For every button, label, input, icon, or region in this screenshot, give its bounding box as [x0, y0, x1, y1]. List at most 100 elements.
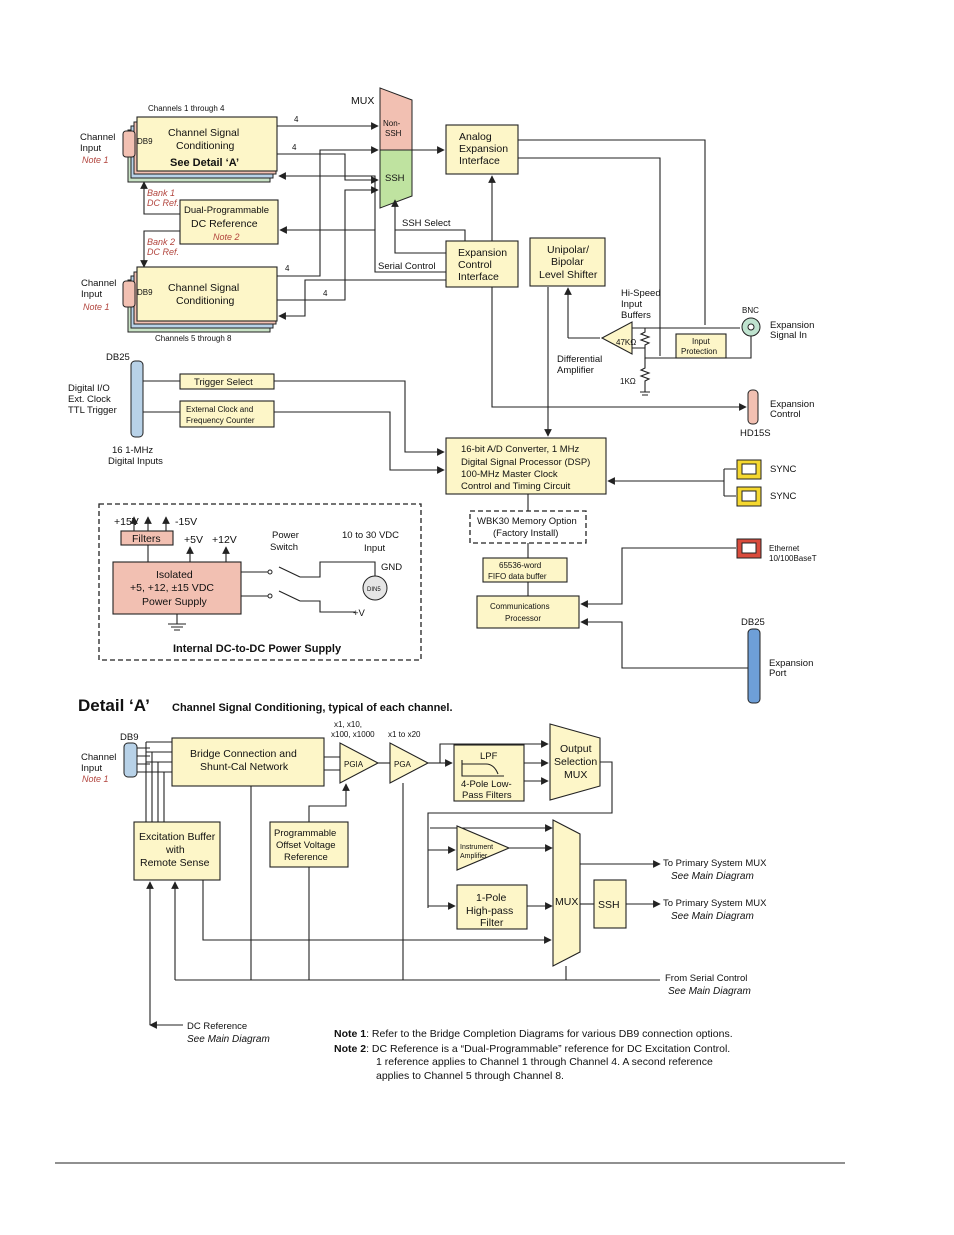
svg-text:Excitation Buffer: Excitation Buffer [139, 831, 216, 843]
svg-text:TTL Trigger: TTL Trigger [68, 405, 117, 416]
svg-text:See Main Diagram: See Main Diagram [187, 1034, 270, 1045]
main-mux: MUX Non- SSH SSH [351, 87, 413, 209]
svg-text:Input: Input [621, 299, 642, 310]
svg-text:DB9: DB9 [120, 732, 138, 743]
svg-text:4: 4 [294, 115, 299, 124]
svg-text:16 1-MHz: 16 1-MHz [112, 445, 153, 456]
svg-text:WBK30 Memory Option: WBK30 Memory Option [477, 516, 577, 527]
svg-text:+V: +V [353, 608, 366, 619]
internal-power-supply: Filters +15V -15V +5V +12V Isolated +5, … [98, 503, 422, 661]
svg-text:Interface: Interface [458, 271, 499, 283]
svg-text:Filters: Filters [132, 533, 161, 545]
pgia: PGIA x1, x10, x100, x1000 [331, 720, 380, 784]
detail-mux: MUX [552, 819, 581, 967]
notes: Note 1: Refer to the Bridge Completion D… [334, 1028, 733, 1082]
svg-text:Ethernet: Ethernet [769, 544, 800, 553]
svg-text:Control: Control [458, 259, 492, 271]
svg-text:SYNC: SYNC [770, 491, 797, 502]
svg-text:-15V: -15V [175, 516, 197, 528]
csc-top-title-2: Conditioning [176, 140, 235, 152]
svg-text:Pass Filters: Pass Filters [462, 790, 512, 801]
analog-expansion-interface: Analog Expansion Interface [445, 124, 519, 175]
svg-text:Note 1: Note 1 [82, 774, 109, 784]
svg-text:High-pass: High-pass [466, 905, 513, 917]
svg-text:Power Supply: Power Supply [142, 596, 208, 608]
svg-text:DC Reference: DC Reference [187, 1021, 247, 1032]
svg-text:Channel: Channel [81, 752, 116, 763]
db9-top-label: DB9 [137, 137, 153, 146]
svg-text:Ext. Clock: Ext. Clock [68, 394, 111, 405]
svg-text:SSH Select: SSH Select [402, 218, 451, 229]
dc-reference-block: Dual-Programmable DC Reference Note 2 [179, 199, 279, 245]
svg-text:See Main Diagram: See Main Diagram [671, 911, 754, 922]
svg-text:Trigger Select: Trigger Select [194, 377, 253, 388]
svg-text:10/100BaseT: 10/100BaseT [769, 554, 817, 563]
svg-text:10 to 30 VDC: 10 to 30 VDC [342, 530, 399, 541]
svg-text:4-Pole Low-: 4-Pole Low- [461, 779, 512, 790]
differential-amplifier: Differential Amplifier [557, 321, 633, 376]
svg-text:Serial Control: Serial Control [378, 261, 436, 272]
svg-text:Input: Input [81, 763, 102, 774]
svg-text:Shunt-Cal Network: Shunt-Cal Network [200, 761, 289, 773]
svg-text:Control and Timing Circuit: Control and Timing Circuit [461, 481, 571, 492]
svg-text:See Main Diagram: See Main Diagram [671, 871, 754, 882]
svg-text:MUX: MUX [564, 769, 587, 781]
svg-text:Bridge Connection and: Bridge Connection and [190, 748, 297, 760]
svg-text:16-bit A/D Converter, 1 MHz: 16-bit A/D Converter, 1 MHz [461, 444, 580, 455]
svg-text:SSH: SSH [385, 173, 405, 184]
wbk30-memory-option: WBK30 Memory Option (Factory Install) [469, 510, 587, 544]
detail-a-subtitle: Channel Signal Conditioning, typical of … [172, 702, 453, 714]
svg-text:To Primary System MUX: To Primary System MUX [663, 898, 767, 909]
svg-text:1-Pole: 1-Pole [476, 892, 507, 904]
svg-text:Filter: Filter [480, 917, 504, 929]
svg-text:Buffers: Buffers [621, 310, 651, 321]
unipolar-bipolar-level-shifter: Unipolar/ Bipolar Level Shifter [529, 237, 606, 287]
svg-text:Programmable: Programmable [274, 828, 336, 839]
external-clock: External Clock and Frequency Counter [179, 400, 275, 428]
svg-text:Non-: Non- [383, 119, 401, 128]
svg-text:Hi-Speed: Hi-Speed [621, 288, 661, 299]
svg-text:SSH: SSH [385, 129, 402, 138]
note1-top: Note 1 [82, 155, 109, 165]
svg-text:MUX: MUX [555, 896, 578, 908]
svg-text:Note 2: DC Reference is a “Dua: Note 2: DC Reference is a “Dual-Programm… [334, 1043, 730, 1055]
channel-input-top-1: Channel [80, 132, 115, 143]
svg-text:Unipolar/: Unipolar/ [547, 244, 589, 256]
bank1-label: Bank 1 [147, 188, 175, 198]
svg-text:LPF: LPF [480, 751, 498, 762]
svg-text:Expansion: Expansion [458, 247, 507, 259]
svg-text:1KΩ: 1KΩ [620, 377, 636, 386]
svg-text:Amplifier: Amplifier [460, 853, 488, 860]
svg-text:Expansion: Expansion [769, 658, 813, 669]
svg-text:+15V: +15V [114, 516, 139, 528]
svg-text:Digital Signal Processor (DSP): Digital Signal Processor (DSP) [461, 457, 590, 468]
svg-text:Selection: Selection [554, 756, 597, 768]
csc-bot-title-2: Conditioning [176, 295, 235, 307]
hd15s-connector: Expansion Control HD15S [740, 389, 814, 439]
svg-text:applies to Channel 5 through C: applies to Channel 5 through Channel 8. [376, 1070, 564, 1082]
svg-text:100-MHz Master Clock: 100-MHz Master Clock [461, 469, 558, 480]
ethernet-connector: Ethernet 10/100BaseT [736, 538, 817, 563]
expansion-control-interface: Expansion Control Interface [445, 240, 519, 288]
excitation-buffer: Excitation Buffer with Remote Sense [133, 821, 221, 881]
svg-text:Output: Output [560, 743, 592, 755]
svg-text:Level Shifter: Level Shifter [539, 269, 598, 281]
svg-text:x1, x10,: x1, x10, [334, 720, 362, 729]
channels-1-4-label: Channels 1 through 4 [148, 104, 225, 113]
channels-5-8-label: Channels 5 through 8 [155, 334, 232, 343]
svg-text:GND: GND [381, 562, 402, 573]
svg-text:Instrument: Instrument [460, 844, 493, 851]
adc-dsp-block: 16-bit A/D Converter, 1 MHz Digital Sign… [445, 437, 607, 495]
svg-text:x100, x1000: x100, x1000 [331, 730, 375, 739]
trigger-select: Trigger Select [179, 373, 275, 390]
bank2-dcref: DC Ref. [147, 247, 179, 257]
svg-text:+12V: +12V [212, 534, 237, 546]
note1-bot: Note 1 [83, 302, 110, 312]
svg-text:DB25: DB25 [106, 352, 130, 363]
bank1-dcref: DC Ref. [147, 198, 179, 208]
svg-text:Power: Power [272, 530, 299, 541]
svg-text:Control: Control [770, 409, 801, 420]
svg-text:+5V: +5V [184, 534, 203, 546]
svg-text:47KΩ: 47KΩ [616, 338, 636, 347]
